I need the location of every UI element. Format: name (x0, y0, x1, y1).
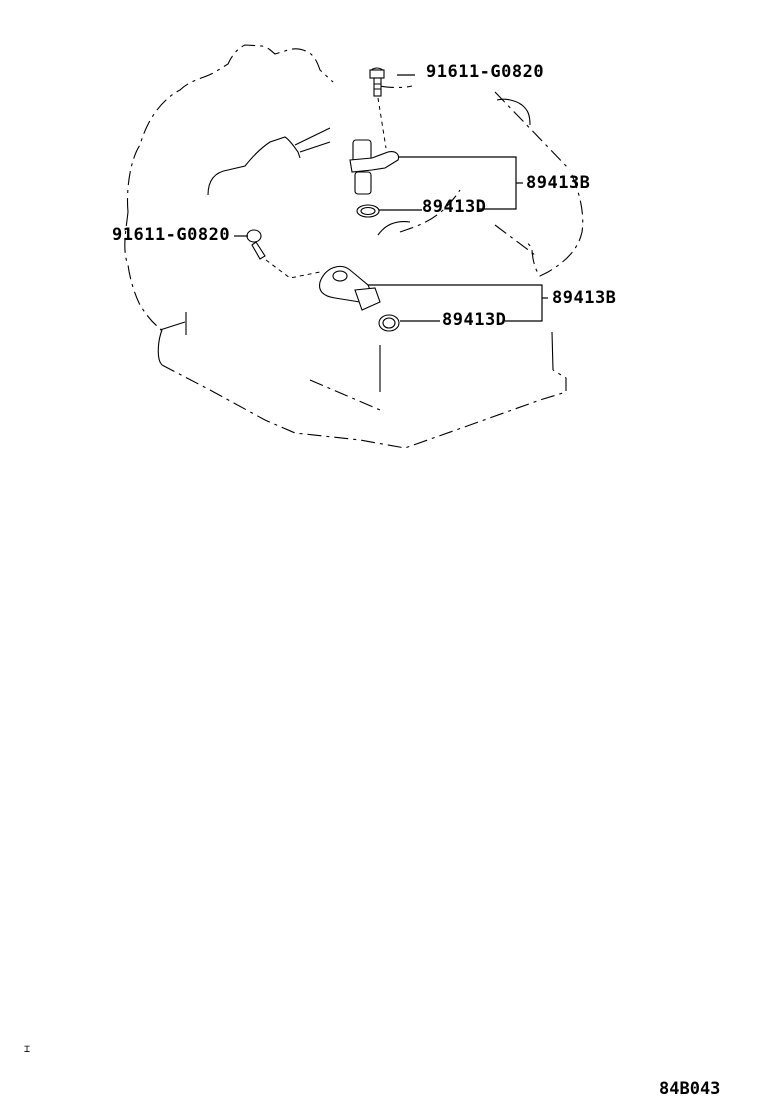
callout-oring-upper-part-number[interactable]: 89413D (422, 197, 487, 217)
transmission-housing-outline (124, 44, 584, 449)
callout-sensor-upper-part-number[interactable]: 89413B (526, 173, 591, 193)
figure-code: 84B043 (659, 1079, 721, 1099)
leader-upper (379, 74, 523, 211)
o-ring-lower[interactable] (378, 314, 400, 332)
callout-oring-lower-part-number[interactable]: 89413D (442, 310, 507, 330)
callout-sensor-lower-part-number[interactable]: 89413B (552, 288, 617, 308)
callout-bolt-left-part-number[interactable]: 91611-G0820 (112, 225, 231, 245)
speed-sensor-lower[interactable] (318, 265, 381, 311)
leader-lower (368, 284, 548, 322)
bolt-left[interactable] (234, 229, 321, 279)
speed-sensor-upper[interactable] (349, 139, 400, 195)
bolt-upper[interactable] (369, 67, 387, 149)
callout-bolt-upper-part-number[interactable]: 91611-G0820 (426, 62, 545, 82)
corner-mark-icon: ⌶ (24, 1044, 31, 1055)
o-ring-upper[interactable] (356, 204, 380, 218)
